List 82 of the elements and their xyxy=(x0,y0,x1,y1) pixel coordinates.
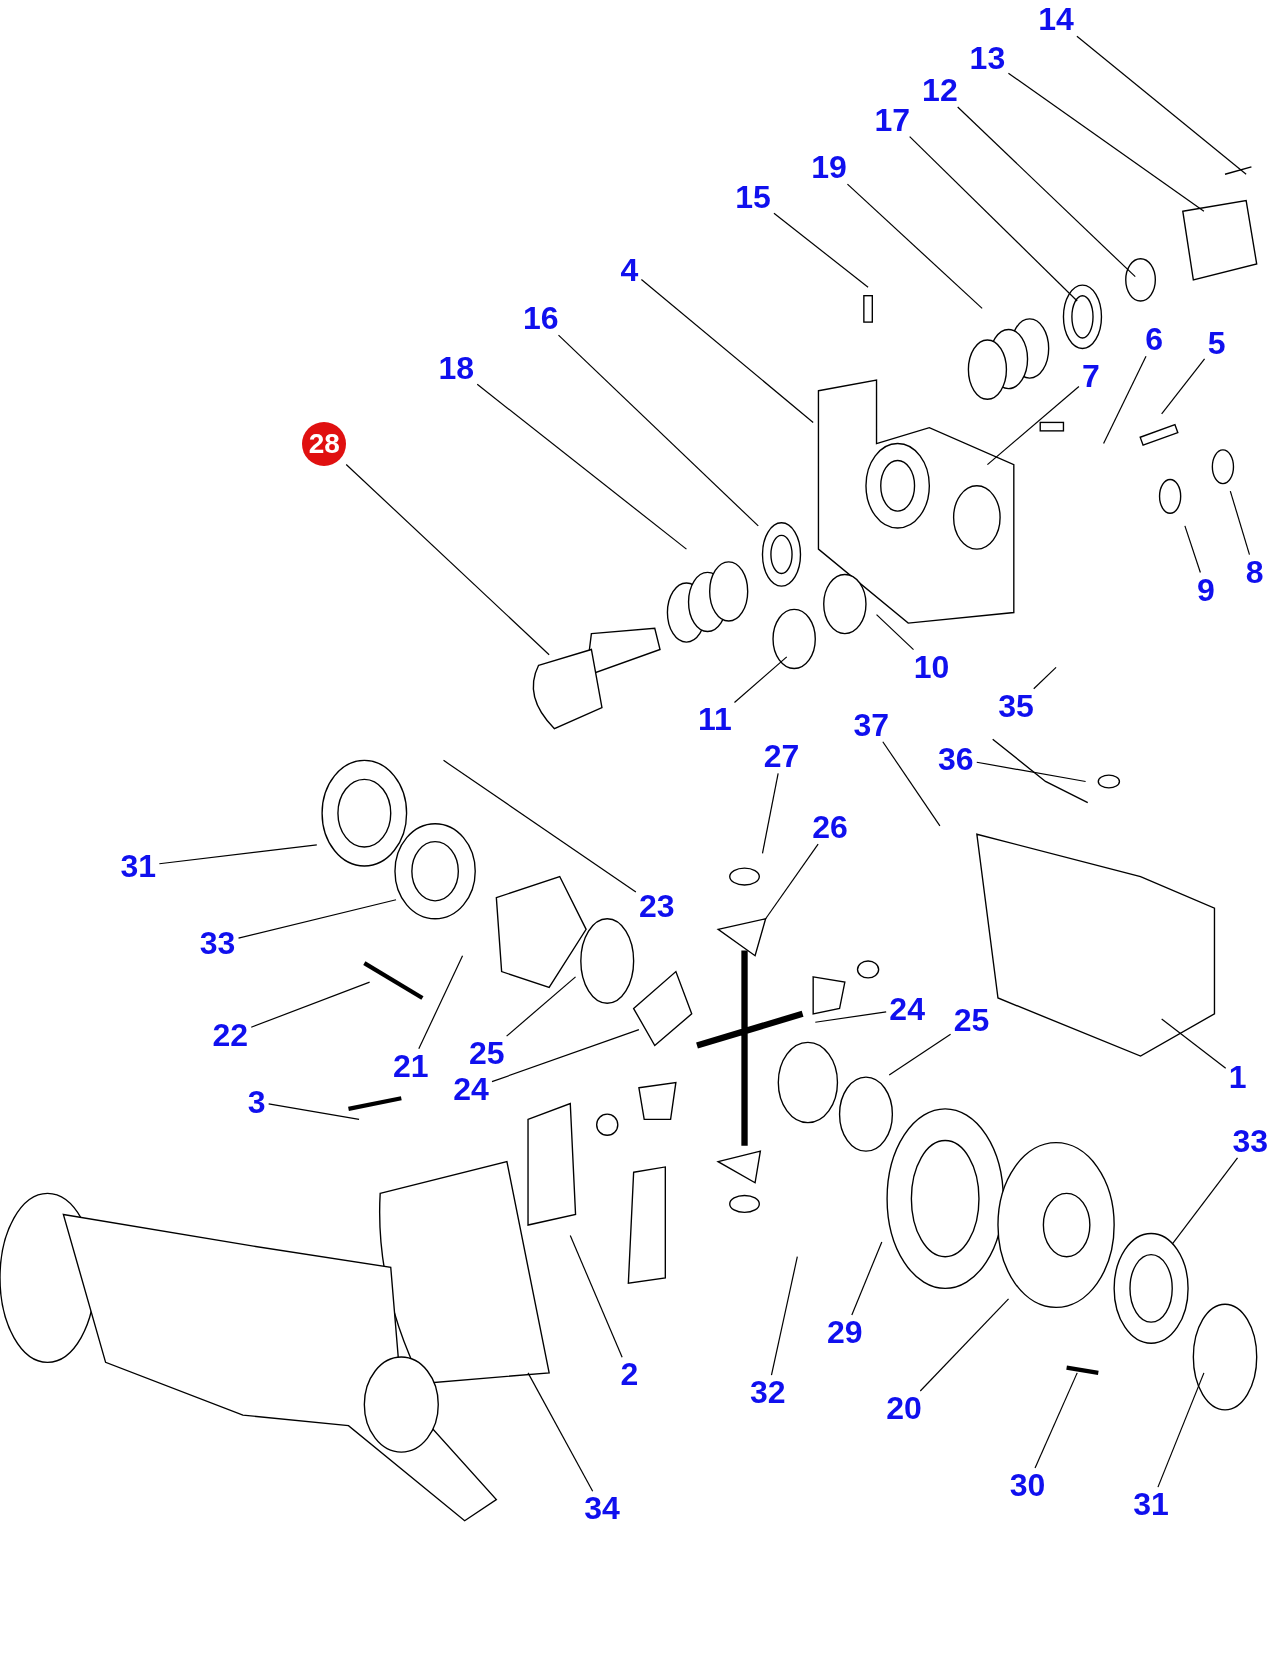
callout-number: 3 xyxy=(244,1084,269,1119)
callout-number: 31 xyxy=(117,849,160,884)
leader-line xyxy=(770,1256,798,1376)
leader-line xyxy=(765,843,819,920)
callout-number: 7 xyxy=(1078,359,1103,394)
callout-number: 8 xyxy=(1242,554,1267,589)
callout-number: 34 xyxy=(580,1491,623,1526)
leader-line xyxy=(1007,72,1205,212)
callout-number: 11 xyxy=(693,702,736,737)
callout-number: 21 xyxy=(389,1048,432,1083)
leader-line xyxy=(888,1033,952,1076)
callout-number: 17 xyxy=(871,102,914,137)
callout-number: 30 xyxy=(1006,1468,1049,1503)
leader-line xyxy=(158,844,318,865)
callout-number: 33 xyxy=(1229,1123,1272,1158)
leader-line xyxy=(1161,1018,1227,1069)
callout-number: 24 xyxy=(886,991,929,1026)
leader-line xyxy=(418,955,464,1050)
leader-line xyxy=(1103,355,1147,445)
leader-line xyxy=(527,1372,594,1492)
leader-line xyxy=(1161,358,1206,415)
leader-line xyxy=(640,278,814,424)
callout-number: 20 xyxy=(883,1391,925,1425)
callout-number: 22 xyxy=(209,1018,252,1053)
leader-line xyxy=(986,385,1080,466)
callout-number: 26 xyxy=(809,810,852,845)
leader-line xyxy=(1184,525,1201,574)
callout-number: 36 xyxy=(934,741,977,776)
callout-number: 25 xyxy=(950,1003,993,1038)
leader-line xyxy=(1157,1372,1205,1488)
leader-line xyxy=(909,136,1078,302)
leader-line xyxy=(442,759,637,893)
leader-line xyxy=(761,772,779,854)
leader-line xyxy=(976,761,1087,783)
leader-line xyxy=(1033,666,1057,690)
leader-line xyxy=(733,656,788,704)
leader-line xyxy=(237,899,397,939)
callout-number: 4 xyxy=(617,252,642,287)
callout-number: 32 xyxy=(746,1375,789,1410)
callout-number: 13 xyxy=(966,41,1009,76)
callout-number: 10 xyxy=(910,649,953,684)
callout-number: 37 xyxy=(850,707,893,742)
leader-line xyxy=(1076,35,1247,175)
leader-line xyxy=(506,976,577,1037)
leader-line xyxy=(919,1298,1010,1392)
leader-line xyxy=(557,334,759,527)
callout-number: 15 xyxy=(731,179,774,214)
leader-line xyxy=(345,463,550,656)
leader-line xyxy=(476,383,688,550)
callout-number: 29 xyxy=(823,1314,866,1349)
leader-line xyxy=(569,1235,623,1358)
leader-line xyxy=(846,183,983,309)
callout-number: 5 xyxy=(1204,326,1229,361)
callout-number: 9 xyxy=(1194,572,1218,607)
leader-line xyxy=(851,1241,883,1316)
leader-line xyxy=(814,1011,887,1023)
callout-number: 12 xyxy=(918,73,961,108)
callout-number: 1 xyxy=(1225,1060,1250,1095)
leader-line xyxy=(491,1029,640,1083)
callout-number: 24 xyxy=(450,1072,492,1107)
leader-line xyxy=(1229,490,1251,556)
leader-line xyxy=(268,1103,360,1120)
leader-line xyxy=(773,212,869,288)
leader-line xyxy=(875,614,915,651)
callout-number: 18 xyxy=(435,350,478,385)
leader-line xyxy=(882,741,941,827)
leader-line xyxy=(1171,1157,1239,1245)
leader-line xyxy=(957,106,1136,278)
callout-number: 28 xyxy=(302,421,347,466)
callout-number: 33 xyxy=(196,926,239,961)
callout-number: 6 xyxy=(1142,322,1167,357)
callout-number: 27 xyxy=(760,739,803,774)
callout-number: 23 xyxy=(635,889,678,924)
callout-number: 35 xyxy=(994,688,1037,723)
callout-number: 14 xyxy=(1035,2,1078,37)
callout-number: 2 xyxy=(617,1357,642,1392)
callout-number: 16 xyxy=(519,301,562,336)
callout-number: 25 xyxy=(465,1036,508,1071)
callout-number: 31 xyxy=(1130,1487,1173,1522)
callout-number: 19 xyxy=(808,150,850,185)
leader-line xyxy=(1034,1372,1078,1469)
leader-line xyxy=(250,981,371,1028)
